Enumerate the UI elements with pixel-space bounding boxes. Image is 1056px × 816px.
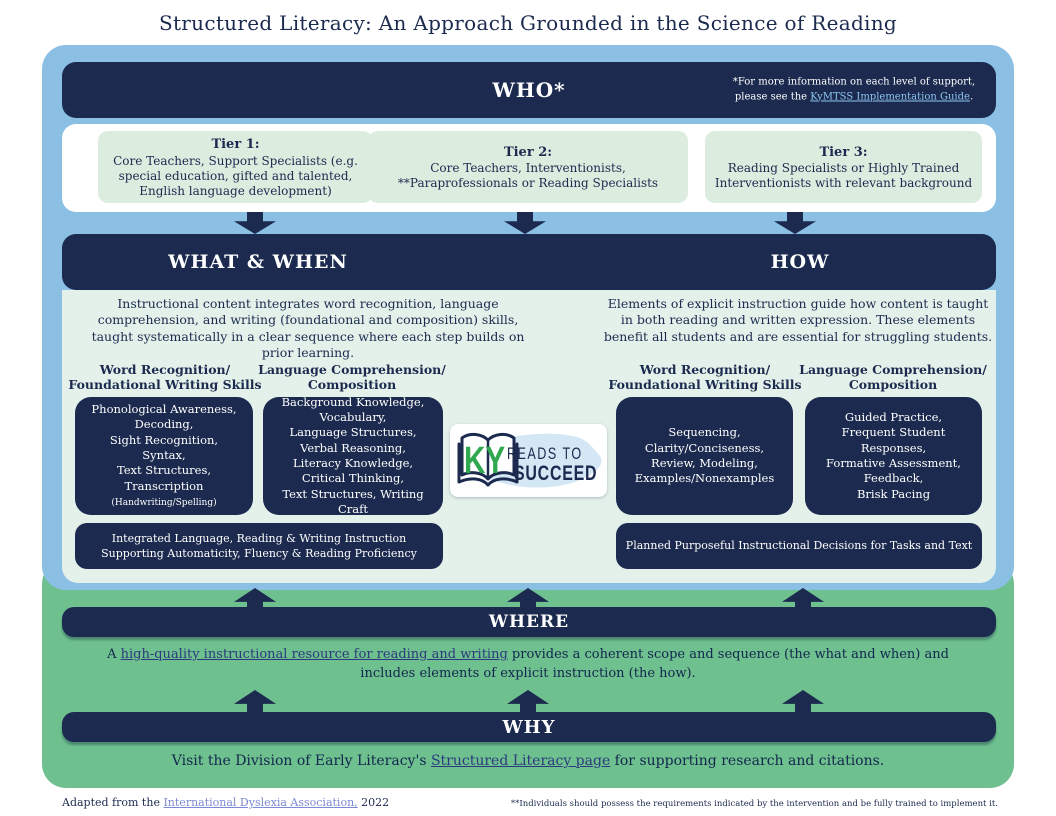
how-word-recognition-box: Sequencing, Clarity/Conciseness, Review,… xyxy=(616,397,793,515)
footer-attribution-prefix: Adapted from the xyxy=(62,796,164,809)
how-box1-list: Sequencing, Clarity/Conciseness, Review,… xyxy=(634,425,775,486)
ky-reads-to-succeed-logo: KY READS TO SUCCEED xyxy=(450,424,607,497)
who-footnote-prefix: please see the xyxy=(734,91,811,102)
who-heading: WHO* xyxy=(492,78,566,102)
tier-strip: Tier 1: Core Teachers, Support Specialis… xyxy=(62,124,996,212)
ww-word-recognition-box: Phonological Awareness, Decoding, Sight … xyxy=(75,397,253,515)
how-heading: HOW xyxy=(770,251,830,273)
ky-reads-logo-graphic: KY READS TO SUCCEED xyxy=(457,432,602,488)
how-bottom-bar: Planned Purposeful Instructional Decisio… xyxy=(616,523,982,569)
down-arrow-icon xyxy=(774,212,816,234)
page-title: Structured Literacy: An Approach Grounde… xyxy=(158,11,898,35)
tier-3-title: Tier 3: xyxy=(819,144,868,160)
who-footnote-suffix: . xyxy=(969,91,974,102)
kymtss-implementation-guide-link[interactable]: KyMTSS Implementation Guide xyxy=(810,91,970,102)
structured-literacy-page-link[interactable]: Structured Literacy page xyxy=(430,753,611,769)
why-text-suffix: for supporting research and citations. xyxy=(610,753,885,769)
tier-1-box: Tier 1: Core Teachers, Support Specialis… xyxy=(98,131,373,203)
tier-1-title: Tier 1: xyxy=(211,137,260,153)
ww-language-comprehension-box: Background Knowledge, Vocabulary, Langua… xyxy=(263,394,443,516)
blue-background-panel: WHO* *For more information on each level… xyxy=(42,45,1014,590)
tier-3-box: Tier 3: Reading Specialists or Highly Tr… xyxy=(705,131,982,203)
logo-succeed-text: SUCCEED xyxy=(514,461,597,485)
why-text-prefix: Visit the Division of Early Literacy's xyxy=(171,753,431,769)
where-text-prefix: A xyxy=(107,647,121,662)
where-description: A high-quality instructional resource fo… xyxy=(78,646,978,684)
what-how-header-bar: WHAT & WHEN HOW xyxy=(62,234,996,290)
content-area: Instructional content integrates word re… xyxy=(62,290,996,583)
footer-footnote: **Individuals should possess the require… xyxy=(510,799,998,809)
where-text-suffix: provides a coherent scope and sequence (… xyxy=(360,647,949,681)
how-word-recognition-header: Word Recognition/ Foundational Writing S… xyxy=(608,362,802,392)
who-header-bar: WHO* *For more information on each level… xyxy=(62,62,996,118)
tier-2-box: Tier 2: Core Teachers, Interventionists,… xyxy=(368,131,688,203)
how-language-comprehension-header: Language Comprehension/ Composition xyxy=(799,362,987,392)
how-intro: Elements of explicit instruction guide h… xyxy=(603,296,993,344)
logo-reads-to-text: READS TO xyxy=(507,444,583,463)
who-footnote: *For more information on each level of s… xyxy=(720,76,988,105)
ww-box1-last-line: Transcription (Handwriting/Spelling) xyxy=(111,478,217,508)
ww-box1-list: Phonological Awareness, Decoding, Sight … xyxy=(91,402,237,478)
ww-word-recognition-header: Word Recognition/ Foundational Writing S… xyxy=(68,362,262,392)
where-header-bar: WHERE xyxy=(62,607,996,637)
why-description: Visit the Division of Early Literacy's S… xyxy=(78,753,978,769)
down-arrow-icon xyxy=(504,212,546,234)
where-heading: WHERE xyxy=(488,612,570,632)
how-language-comprehension-box: Guided Practice, Frequent Student Respon… xyxy=(805,397,982,515)
hqir-link[interactable]: high-quality instructional resource for … xyxy=(120,647,508,662)
why-header-bar: WHY xyxy=(62,712,996,742)
footer-attribution-year: 2022 xyxy=(357,796,390,809)
what-when-intro: Instructional content integrates word re… xyxy=(91,296,525,360)
tier-1-body: Core Teachers, Support Specialists (e.g.… xyxy=(113,153,358,198)
ww-box2-list: Background Knowledge, Vocabulary, Langua… xyxy=(281,394,425,516)
tier-3-body: Reading Specialists or Highly Trained In… xyxy=(714,161,973,191)
why-heading: WHY xyxy=(502,716,556,738)
footer-attribution: Adapted from the International Dyslexia … xyxy=(62,796,389,809)
tier-2-title: Tier 2: xyxy=(503,144,553,160)
what-when-heading: WHAT & WHEN xyxy=(168,251,348,273)
tier-2-body: Core Teachers, Interventionists, **Parap… xyxy=(397,161,659,191)
handwriting-spelling-note: (Handwriting/Spelling) xyxy=(111,497,217,508)
ww-language-comprehension-header: Language Comprehension/ Composition xyxy=(258,362,446,392)
international-dyslexia-association-link[interactable]: International Dyslexia Association, xyxy=(163,796,358,809)
book-cover-outline xyxy=(457,442,519,487)
ww-bottom-bar: Integrated Language, Reading & Writing I… xyxy=(75,523,443,569)
logo-ky-text: KY xyxy=(464,440,505,482)
down-arrow-icon xyxy=(234,212,276,234)
how-box2-list: Guided Practice, Frequent Student Respon… xyxy=(826,410,961,501)
who-footnote-line1: *For more information on each level of s… xyxy=(732,76,976,88)
